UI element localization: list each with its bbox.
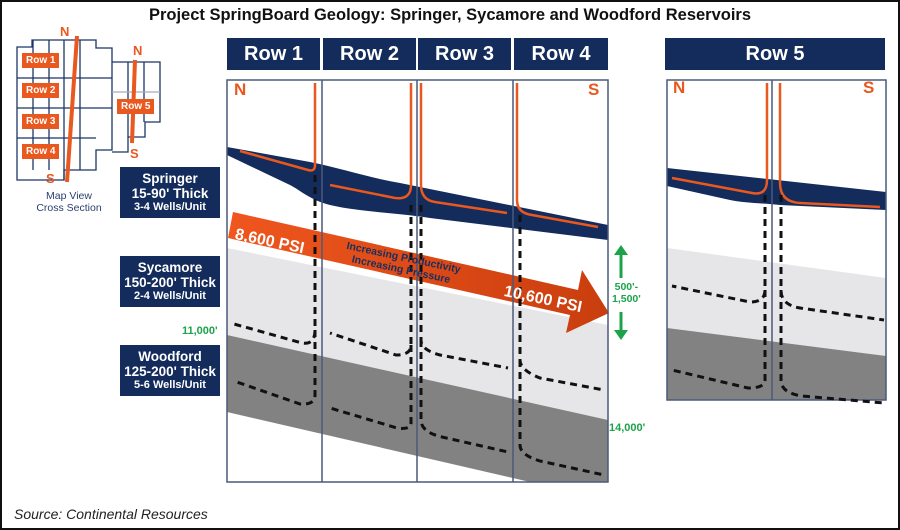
sycamore-thickness: 150-200' Thick bbox=[124, 275, 216, 291]
figure-title: Project SpringBoard Geology: Springer, S… bbox=[148, 6, 752, 24]
row-1-header: Row 1 bbox=[227, 38, 320, 70]
springer-thickness: 15-90' Thick bbox=[131, 186, 209, 202]
map-row-label-5: Row 5 bbox=[117, 99, 155, 114]
map-south-label: S bbox=[46, 171, 55, 186]
map-row-label-3: Row 3 bbox=[22, 114, 60, 129]
source-credit: Source: Continental Resources bbox=[14, 506, 208, 522]
springer-wells: 3-4 Wells/Unit bbox=[134, 201, 206, 214]
depth-interval-line2: 1,500' bbox=[612, 293, 641, 306]
map-outline-row5 bbox=[112, 61, 161, 153]
row5-woodford-layer bbox=[667, 328, 886, 400]
sycamore-wells: 2-4 Wells/Unit bbox=[134, 290, 206, 303]
springer-name: Springer bbox=[142, 171, 198, 186]
row-4-header: Row 4 bbox=[514, 38, 608, 70]
lower-wells bbox=[233, 175, 885, 477]
row5-sycamore-layer bbox=[667, 248, 886, 356]
woodford-label: Woodford 125-200' Thick 5-6 Wells/Unit bbox=[120, 345, 220, 396]
row-2-header: Row 2 bbox=[323, 38, 416, 70]
map-row5-south-label: S bbox=[130, 146, 139, 161]
depth-interval-arrow bbox=[614, 245, 628, 340]
row5-north-label: N bbox=[673, 78, 686, 97]
depth-bottom-label: 14,000' bbox=[609, 422, 646, 434]
map-view-caption-line2: Cross Section bbox=[36, 201, 102, 214]
map-section-line-rows1-4 bbox=[65, 35, 79, 183]
springer-label: Springer 15-90' Thick 3-4 Wells/Unit bbox=[120, 167, 220, 218]
row-3-header: Row 3 bbox=[418, 38, 511, 70]
section-north-label: N bbox=[234, 80, 247, 99]
woodford-name: Woodford bbox=[138, 349, 202, 364]
sycamore-label: Sycamore 150-200' Thick 2-4 Wells/Unit bbox=[120, 256, 220, 307]
row5-springer-layer bbox=[667, 168, 886, 210]
map-row-label-4: Row 4 bbox=[22, 144, 60, 159]
map-row5-north-label: N bbox=[133, 43, 143, 58]
row5-south-label: S bbox=[863, 78, 875, 97]
row-5-header: Row 5 bbox=[665, 38, 885, 70]
depth-interval-line1: 500'- bbox=[614, 281, 639, 293]
map-view-caption-line1: Map View bbox=[46, 190, 92, 202]
depth-top-label: 11,000' bbox=[182, 325, 218, 337]
map-row-label-2: Row 2 bbox=[22, 83, 60, 98]
map-north-label: N bbox=[60, 24, 70, 39]
woodford-wells: 5-6 Wells/Unit bbox=[134, 379, 206, 392]
depth-interval-label: 500'- 1,500' bbox=[612, 281, 641, 305]
section-south-label: S bbox=[588, 80, 600, 99]
woodford-thickness: 125-200' Thick bbox=[124, 364, 216, 380]
panel-dividers bbox=[226, 79, 887, 483]
pressure-arrow bbox=[228, 212, 609, 333]
sycamore-name: Sycamore bbox=[137, 260, 203, 275]
map-view-caption: Map View Cross Section bbox=[14, 190, 124, 214]
map-row-label-1: Row 1 bbox=[22, 53, 60, 68]
springer-wells bbox=[239, 83, 881, 229]
